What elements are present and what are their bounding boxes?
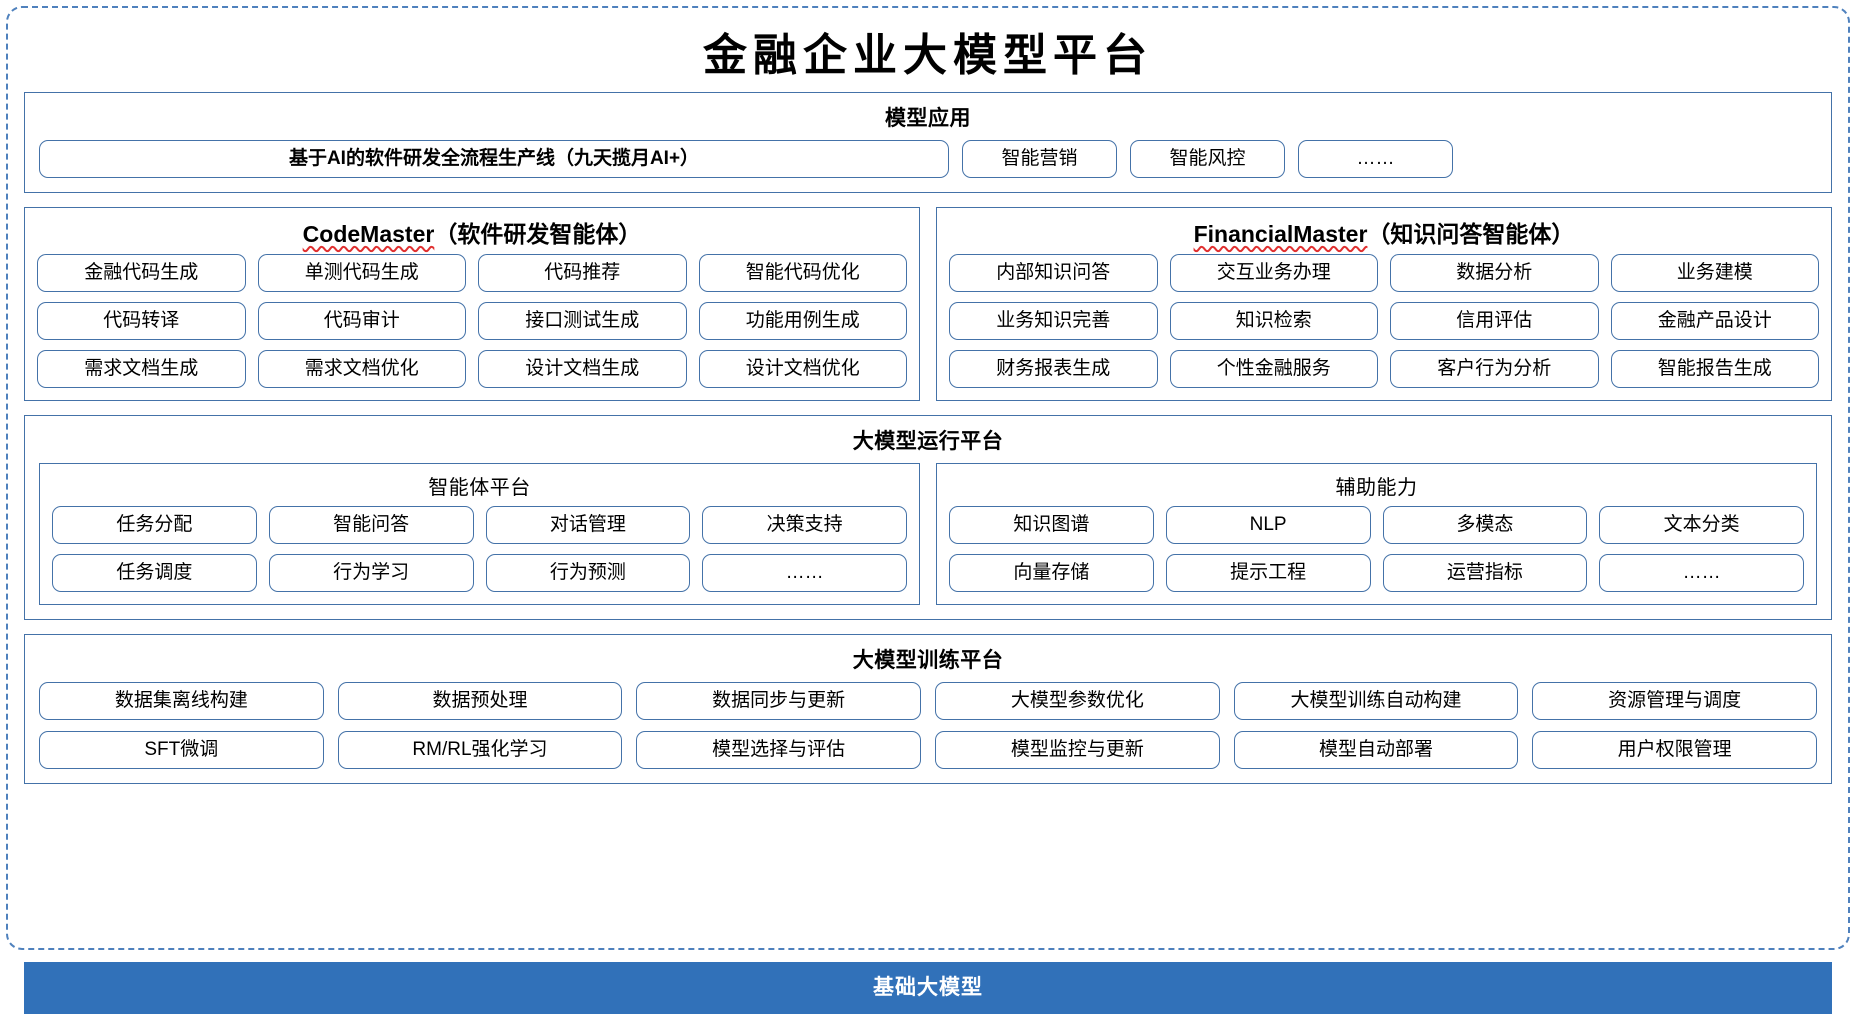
agent-panel-financialmaster: FinancialMaster（知识问答智能体） 内部知识问答 交互业务办理 数… xyxy=(936,207,1832,402)
training-item[interactable]: 数据预处理 xyxy=(337,682,623,721)
runtime-item[interactable]: 行为学习 xyxy=(268,554,474,593)
agent-panels: CodeMaster（软件研发智能体） 金融代码生成 单测代码生成 代码推荐 智… xyxy=(24,207,1832,402)
runtime-item[interactable]: NLP xyxy=(1165,506,1371,545)
model-application-heading: 模型应用 xyxy=(885,107,971,131)
platform-outer-container: 金融企业大模型平台 模型应用 基于AI的软件研发全流程生产线（九天揽月AI+） … xyxy=(6,6,1850,950)
agent-item[interactable]: 功能用例生成 xyxy=(698,302,907,341)
sections-wrapper: 模型应用 基于AI的软件研发全流程生产线（九天揽月AI+） 智能营销 智能风控 … xyxy=(8,92,1848,785)
agent-name-en-financialmaster: FinancialMaster xyxy=(1193,221,1368,248)
subpanel-items-auxiliary-capability: 知识图谱 NLP 多模态 文本分类 向量存储 提示工程 运营指标 …… xyxy=(937,506,1816,604)
agent-name-en-codemaster: CodeMaster xyxy=(302,221,435,248)
agent-item[interactable]: 交互业务办理 xyxy=(1169,254,1378,293)
training-item[interactable]: 模型选择与评估 xyxy=(636,731,921,770)
training-item[interactable]: 模型监控与更新 xyxy=(934,731,1220,770)
subpanel-items-agent-platform: 任务分配 智能问答 对话管理 决策支持 任务调度 行为学习 行为预测 …… xyxy=(40,506,919,604)
agent-items-codemaster: 金融代码生成 单测代码生成 代码推荐 智能代码优化 代码转译 代码审计 接口测试… xyxy=(25,254,919,400)
training-item[interactable]: RM/RL强化学习 xyxy=(337,731,623,770)
training-platform-heading: 大模型训练平台 xyxy=(852,649,1004,673)
page-title: 金融企业大模型平台 xyxy=(703,31,1153,80)
agent-item[interactable]: 代码转译 xyxy=(37,302,246,341)
agent-item[interactable]: 个性金融服务 xyxy=(1169,350,1378,389)
foundation-model-bar: 基础大模型 xyxy=(24,962,1832,1014)
agent-item[interactable]: 客户行为分析 xyxy=(1390,350,1599,389)
subpanel-heading-auxiliary-capability: 辅助能力 xyxy=(1335,477,1418,500)
app-item-smart-marketing[interactable]: 智能营销 xyxy=(962,140,1117,179)
agent-name-cn-codemaster: （软件研发智能体） xyxy=(434,221,642,248)
runtime-item[interactable]: 知识图谱 xyxy=(949,506,1154,545)
model-application-items: 基于AI的软件研发全流程生产线（九天揽月AI+） 智能营销 智能风控 …… xyxy=(25,140,1831,192)
app-item-more[interactable]: …… xyxy=(1298,140,1453,179)
agent-item[interactable]: 智能代码优化 xyxy=(698,254,907,293)
agent-item[interactable]: 需求文档优化 xyxy=(257,350,466,389)
agent-item[interactable]: 业务建模 xyxy=(1610,254,1819,293)
runtime-item[interactable]: 文本分类 xyxy=(1599,506,1804,545)
agent-item[interactable]: 信用评估 xyxy=(1390,302,1599,341)
agent-item[interactable]: 内部知识问答 xyxy=(949,254,1158,293)
training-platform-items: 数据集离线构建 数据预处理 数据同步与更新 大模型参数优化 大模型训练自动构建 … xyxy=(25,682,1831,783)
runtime-item[interactable]: …… xyxy=(1599,554,1804,593)
runtime-item[interactable]: 运营指标 xyxy=(1382,554,1588,593)
agent-item[interactable]: 设计文档生成 xyxy=(478,350,687,389)
runtime-item[interactable]: 决策支持 xyxy=(702,506,907,545)
runtime-platform-heading: 大模型运行平台 xyxy=(852,430,1004,454)
agent-items-financialmaster: 内部知识问答 交互业务办理 数据分析 业务建模 业务知识完善 知识检索 信用评估… xyxy=(937,254,1831,400)
agent-item[interactable]: 代码审计 xyxy=(257,302,466,341)
agent-item[interactable]: 金融代码生成 xyxy=(37,254,246,293)
agent-panel-codemaster: CodeMaster（软件研发智能体） 金融代码生成 单测代码生成 代码推荐 智… xyxy=(24,207,920,402)
agent-name-cn-financialmaster: （知识问答智能体） xyxy=(1367,221,1575,248)
runtime-platform-panel: 大模型运行平台 智能体平台 任务分配 智能问答 对话管理 决策支持 任务调度 行… xyxy=(24,415,1832,621)
training-item[interactable]: 模型自动部署 xyxy=(1233,731,1519,770)
app-item-smart-risk-control[interactable]: 智能风控 xyxy=(1130,140,1285,179)
agent-item[interactable]: 业务知识完善 xyxy=(949,302,1158,341)
agent-item[interactable]: 设计文档优化 xyxy=(698,350,907,389)
model-application-panel: 模型应用 基于AI的软件研发全流程生产线（九天揽月AI+） 智能营销 智能风控 … xyxy=(24,92,1832,194)
subpanel-agent-platform: 智能体平台 任务分配 智能问答 对话管理 决策支持 任务调度 行为学习 行为预测… xyxy=(39,463,920,606)
training-item[interactable]: 数据集离线构建 xyxy=(39,682,324,721)
runtime-item[interactable]: 对话管理 xyxy=(485,506,691,545)
agent-item[interactable]: 知识检索 xyxy=(1169,302,1378,341)
runtime-item[interactable]: 智能问答 xyxy=(268,506,474,545)
agent-item[interactable]: 数据分析 xyxy=(1390,254,1599,293)
agent-item[interactable]: 接口测试生成 xyxy=(478,302,687,341)
runtime-item[interactable]: 多模态 xyxy=(1382,506,1588,545)
training-item[interactable]: SFT微调 xyxy=(39,731,324,770)
runtime-item[interactable]: 提示工程 xyxy=(1165,554,1371,593)
agent-item[interactable]: 金融产品设计 xyxy=(1610,302,1819,341)
training-platform-panel: 大模型训练平台 数据集离线构建 数据预处理 数据同步与更新 大模型参数优化 大模… xyxy=(24,634,1832,785)
agent-item[interactable]: 代码推荐 xyxy=(478,254,687,293)
agent-item[interactable]: 单测代码生成 xyxy=(257,254,466,293)
training-item[interactable]: 数据同步与更新 xyxy=(636,682,921,721)
training-item[interactable]: 用户权限管理 xyxy=(1532,731,1817,770)
runtime-item[interactable]: 行为预测 xyxy=(485,554,691,593)
agent-item[interactable]: 需求文档生成 xyxy=(37,350,246,389)
agent-title-codemaster: CodeMaster（软件研发智能体） xyxy=(25,208,919,254)
agent-item[interactable]: 智能报告生成 xyxy=(1610,350,1819,389)
subpanel-auxiliary-capability: 辅助能力 知识图谱 NLP 多模态 文本分类 向量存储 提示工程 运营指标 …… xyxy=(936,463,1817,606)
subpanel-heading-agent-platform: 智能体平台 xyxy=(428,477,531,500)
training-item[interactable]: 大模型参数优化 xyxy=(934,682,1220,721)
agent-title-financialmaster: FinancialMaster（知识问答智能体） xyxy=(937,208,1831,254)
training-item[interactable]: 大模型训练自动构建 xyxy=(1233,682,1519,721)
runtime-item[interactable]: 向量存储 xyxy=(949,554,1154,593)
runtime-subpanels: 智能体平台 任务分配 智能问答 对话管理 决策支持 任务调度 行为学习 行为预测… xyxy=(25,463,1831,619)
runtime-item[interactable]: 任务分配 xyxy=(52,506,257,545)
app-item-production-line[interactable]: 基于AI的软件研发全流程生产线（九天揽月AI+） xyxy=(39,140,949,179)
runtime-item[interactable]: 任务调度 xyxy=(52,554,257,593)
training-item[interactable]: 资源管理与调度 xyxy=(1532,682,1817,721)
runtime-item[interactable]: …… xyxy=(702,554,907,593)
agent-item[interactable]: 财务报表生成 xyxy=(949,350,1158,389)
